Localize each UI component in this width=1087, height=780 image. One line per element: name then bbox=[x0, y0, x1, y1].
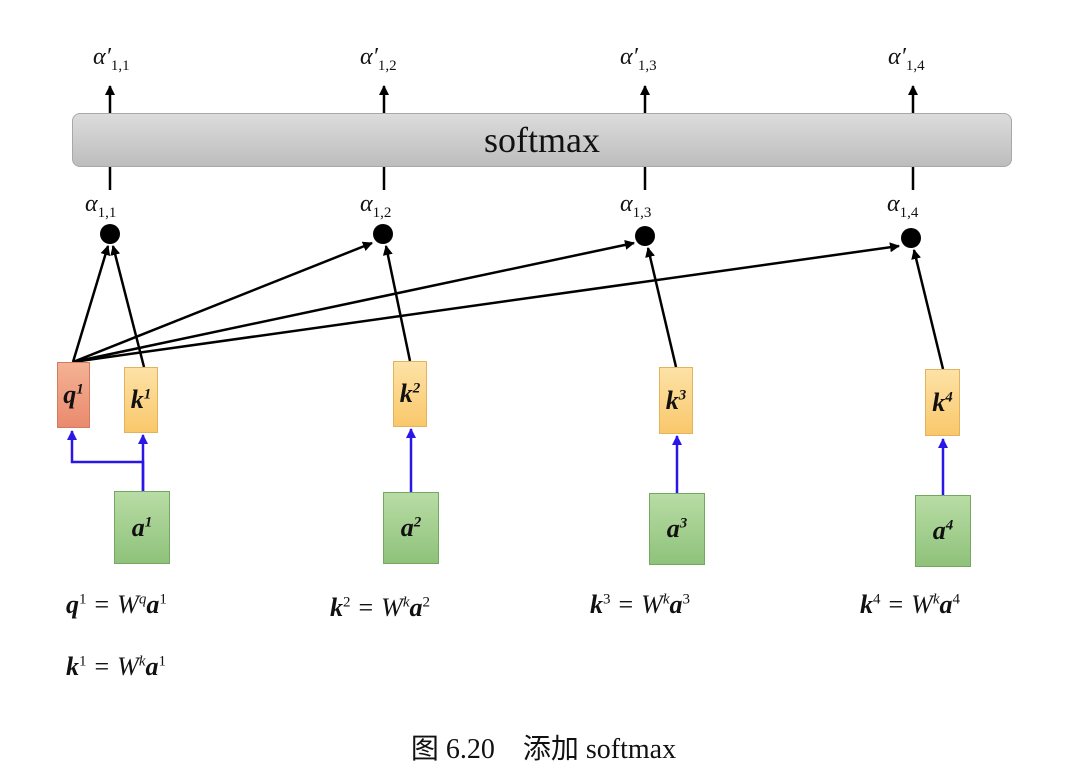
k4-to-node-4 bbox=[911, 249, 945, 370]
dot-product-node-2 bbox=[373, 224, 393, 244]
key-box-k1: k1 bbox=[124, 367, 158, 433]
equation-k2: k2=Wka2 bbox=[330, 593, 431, 622]
a1-to-q1-arrow bbox=[67, 430, 145, 491]
equation-q1: q1=Wqa1 bbox=[66, 590, 167, 619]
key-box-k4: k4 bbox=[925, 369, 960, 436]
score-label-2: α1,2 bbox=[360, 191, 392, 221]
output-label-2: α′1,2 bbox=[360, 44, 397, 74]
input-label-1: a1 bbox=[131, 512, 153, 542]
dot-product-node-4 bbox=[901, 228, 921, 248]
k2-to-node-2 bbox=[382, 245, 412, 362]
q-to-node-4 bbox=[72, 242, 900, 364]
q-to-node-3 bbox=[72, 239, 635, 364]
input-box-a2: a2 bbox=[383, 492, 439, 564]
equation-k4: k4=Wka4 bbox=[860, 590, 961, 619]
q-to-node-1 bbox=[71, 245, 111, 363]
key-label-2: k2 bbox=[399, 379, 421, 408]
softmax-layer: softmax bbox=[72, 113, 1012, 167]
key-box-k3: k3 bbox=[659, 367, 693, 434]
k1-to-node-1 bbox=[110, 245, 146, 368]
score-label-1: α1,1 bbox=[85, 191, 117, 221]
dot-product-node-3 bbox=[635, 226, 655, 246]
figure-caption: 图 6.20 添加 softmax bbox=[410, 734, 677, 765]
equation-k3: k3=Wka3 bbox=[590, 590, 691, 619]
input-label-3: a3 bbox=[666, 514, 688, 543]
output-label-4: α′1,4 bbox=[888, 44, 925, 74]
key-label-4: k4 bbox=[932, 387, 953, 417]
input-box-a4: a4 bbox=[915, 495, 971, 567]
score-label-3: α1,3 bbox=[620, 191, 652, 221]
query-box-q1: q1 bbox=[57, 362, 90, 428]
output-label-1: α′1,1 bbox=[93, 44, 130, 74]
dot-product-node-1 bbox=[100, 224, 120, 244]
input-box-a1: a1 bbox=[114, 491, 170, 564]
query-label: q1 bbox=[63, 380, 84, 409]
key-box-k2: k2 bbox=[393, 361, 427, 427]
output-label-3: α′1,3 bbox=[620, 44, 657, 74]
k3-to-node-3 bbox=[645, 247, 678, 368]
q-to-node-2 bbox=[72, 241, 373, 364]
key-label-1: k1 bbox=[130, 385, 152, 414]
softmax-label: softmax bbox=[484, 120, 600, 160]
equation-k1: k1=Wka1 bbox=[66, 652, 167, 681]
key-label-3: k3 bbox=[665, 385, 687, 415]
input-label-4: a4 bbox=[932, 516, 954, 545]
input-box-a3: a3 bbox=[649, 493, 705, 565]
score-label-4: α1,4 bbox=[887, 191, 919, 221]
input-label-2: a2 bbox=[400, 513, 422, 542]
